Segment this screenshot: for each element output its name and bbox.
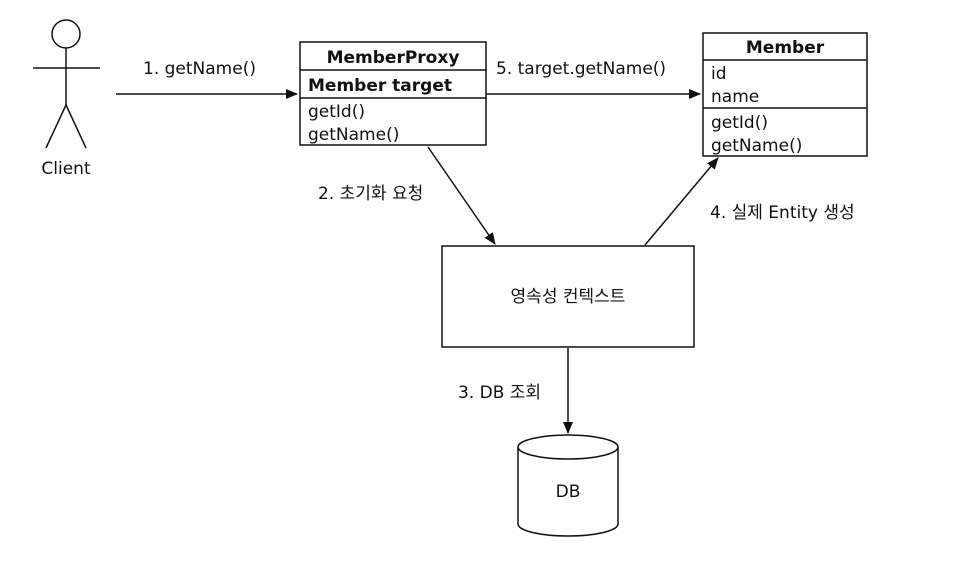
- step-3-label: 3. DB 조회: [458, 383, 541, 403]
- database-cylinder: [517, 434, 619, 537]
- actor-head: [51, 19, 81, 49]
- proxy-method-getname: getName(): [308, 125, 399, 145]
- persistence-context-label: 영속성 컨텍스트: [511, 287, 626, 307]
- member-field-name: name: [711, 87, 759, 107]
- persistence-context-box: 영속성 컨텍스트: [441, 245, 695, 348]
- database-label: DB: [556, 482, 581, 502]
- step-1-label: 1. getName(): [143, 59, 256, 79]
- arrow-proxy-to-context: [427, 146, 496, 245]
- proxy-target-field: Member target: [308, 76, 452, 96]
- step-2-label: 2. 초기화 요청: [318, 184, 423, 204]
- member-class-title: Member: [746, 38, 825, 58]
- actor-left-leg: [45, 104, 67, 149]
- proxy-class-title: MemberProxy: [327, 48, 460, 68]
- member-field-id: id: [711, 64, 727, 84]
- arrow-context-to-member: [644, 157, 719, 246]
- actor-right-leg: [65, 104, 87, 149]
- member-class: Member id name getId() getName(): [702, 32, 868, 157]
- proxy-method-getid: getId(): [308, 102, 365, 122]
- client-actor: [33, 19, 100, 149]
- actor-label: Client: [41, 159, 91, 179]
- step-5-label: 5. target.getName(): [496, 59, 666, 79]
- member-method-getname: getName(): [711, 136, 802, 156]
- member-proxy-class: MemberProxy Member target getId() getNam…: [299, 41, 487, 146]
- member-method-getid: getId(): [711, 113, 768, 133]
- step-4-label: 4. 실제 Entity 생성: [710, 203, 855, 223]
